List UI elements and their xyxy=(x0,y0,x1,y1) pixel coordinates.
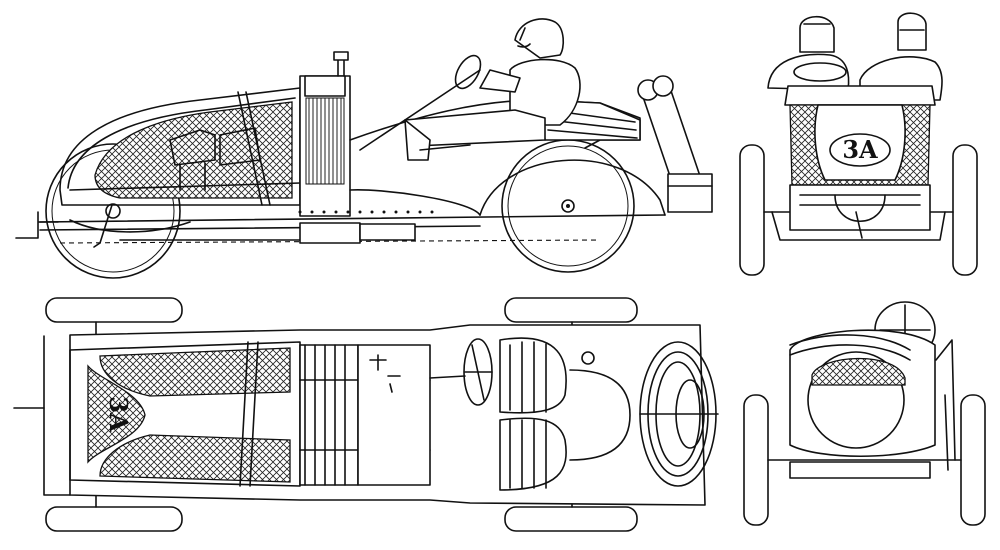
top-front-right-wheel xyxy=(45,506,183,532)
side-hood xyxy=(59,87,301,206)
top-spare-tyres xyxy=(639,341,719,487)
side-driver xyxy=(404,18,581,161)
front-view: 3A xyxy=(739,12,978,276)
side-spare-tanks xyxy=(637,75,713,213)
side-starting-crank xyxy=(15,211,59,239)
side-rivets xyxy=(298,210,434,214)
top-view-race-number: 3A xyxy=(104,396,133,432)
top-rear-right-wheel xyxy=(504,506,638,532)
top-steering-wheel xyxy=(429,338,493,406)
rear-view-right-wheel xyxy=(960,394,986,526)
side-radiator xyxy=(299,51,351,217)
side-body xyxy=(349,54,641,216)
front-view-right-wheel xyxy=(952,144,978,276)
side-rear-fender xyxy=(479,159,666,216)
side-chassis-frame xyxy=(39,214,666,244)
top-front-left-wheel xyxy=(45,297,183,323)
rear-view-left-wheel xyxy=(743,394,769,526)
side-view xyxy=(15,18,713,279)
rear-view xyxy=(743,301,986,526)
side-front-spring xyxy=(69,219,191,233)
front-view-race-number: 3A xyxy=(842,135,878,164)
top-rear-left-wheel xyxy=(504,297,638,323)
top-seats xyxy=(499,337,567,491)
top-view: 3A xyxy=(13,297,719,532)
front-view-left-wheel xyxy=(739,144,765,276)
